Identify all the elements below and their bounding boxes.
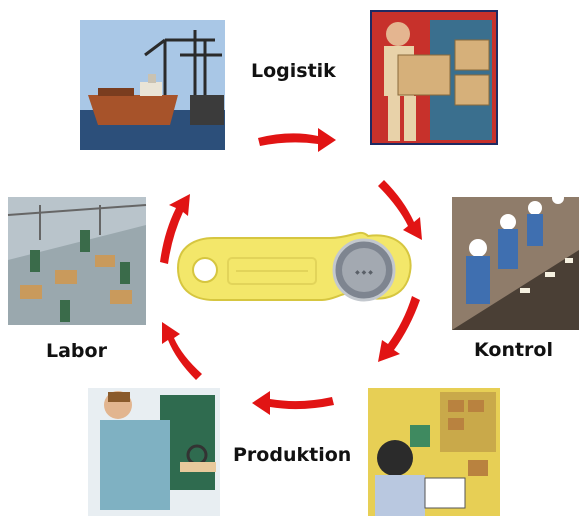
label-kontrol: Kontrol xyxy=(474,339,553,361)
delivery-worker-illustration xyxy=(370,10,498,145)
svg-text:◆ ◆ ◆: ◆ ◆ ◆ xyxy=(355,269,373,276)
arrow-right xyxy=(378,296,420,362)
lab-scientist-illustration xyxy=(88,388,220,516)
cycle-arrows xyxy=(160,128,422,415)
arrow-top-right xyxy=(378,180,422,240)
label-logistik: Logistik xyxy=(251,60,336,82)
arrow-bottom xyxy=(252,391,334,415)
arrow-left-bottom xyxy=(162,322,202,380)
warehouse-clipboard-illustration xyxy=(368,388,500,516)
ibutton-key-fob: ◆ ◆ ◆ xyxy=(176,231,412,302)
ship-cranes-illustration xyxy=(80,20,225,150)
arrow-top xyxy=(258,128,336,152)
arrow-left xyxy=(160,194,190,264)
label-labor: Labor xyxy=(46,340,107,362)
assembly-line-illustration xyxy=(452,192,579,330)
label-produktion: Produktion xyxy=(233,444,352,466)
factory-floor-illustration xyxy=(7,197,147,325)
